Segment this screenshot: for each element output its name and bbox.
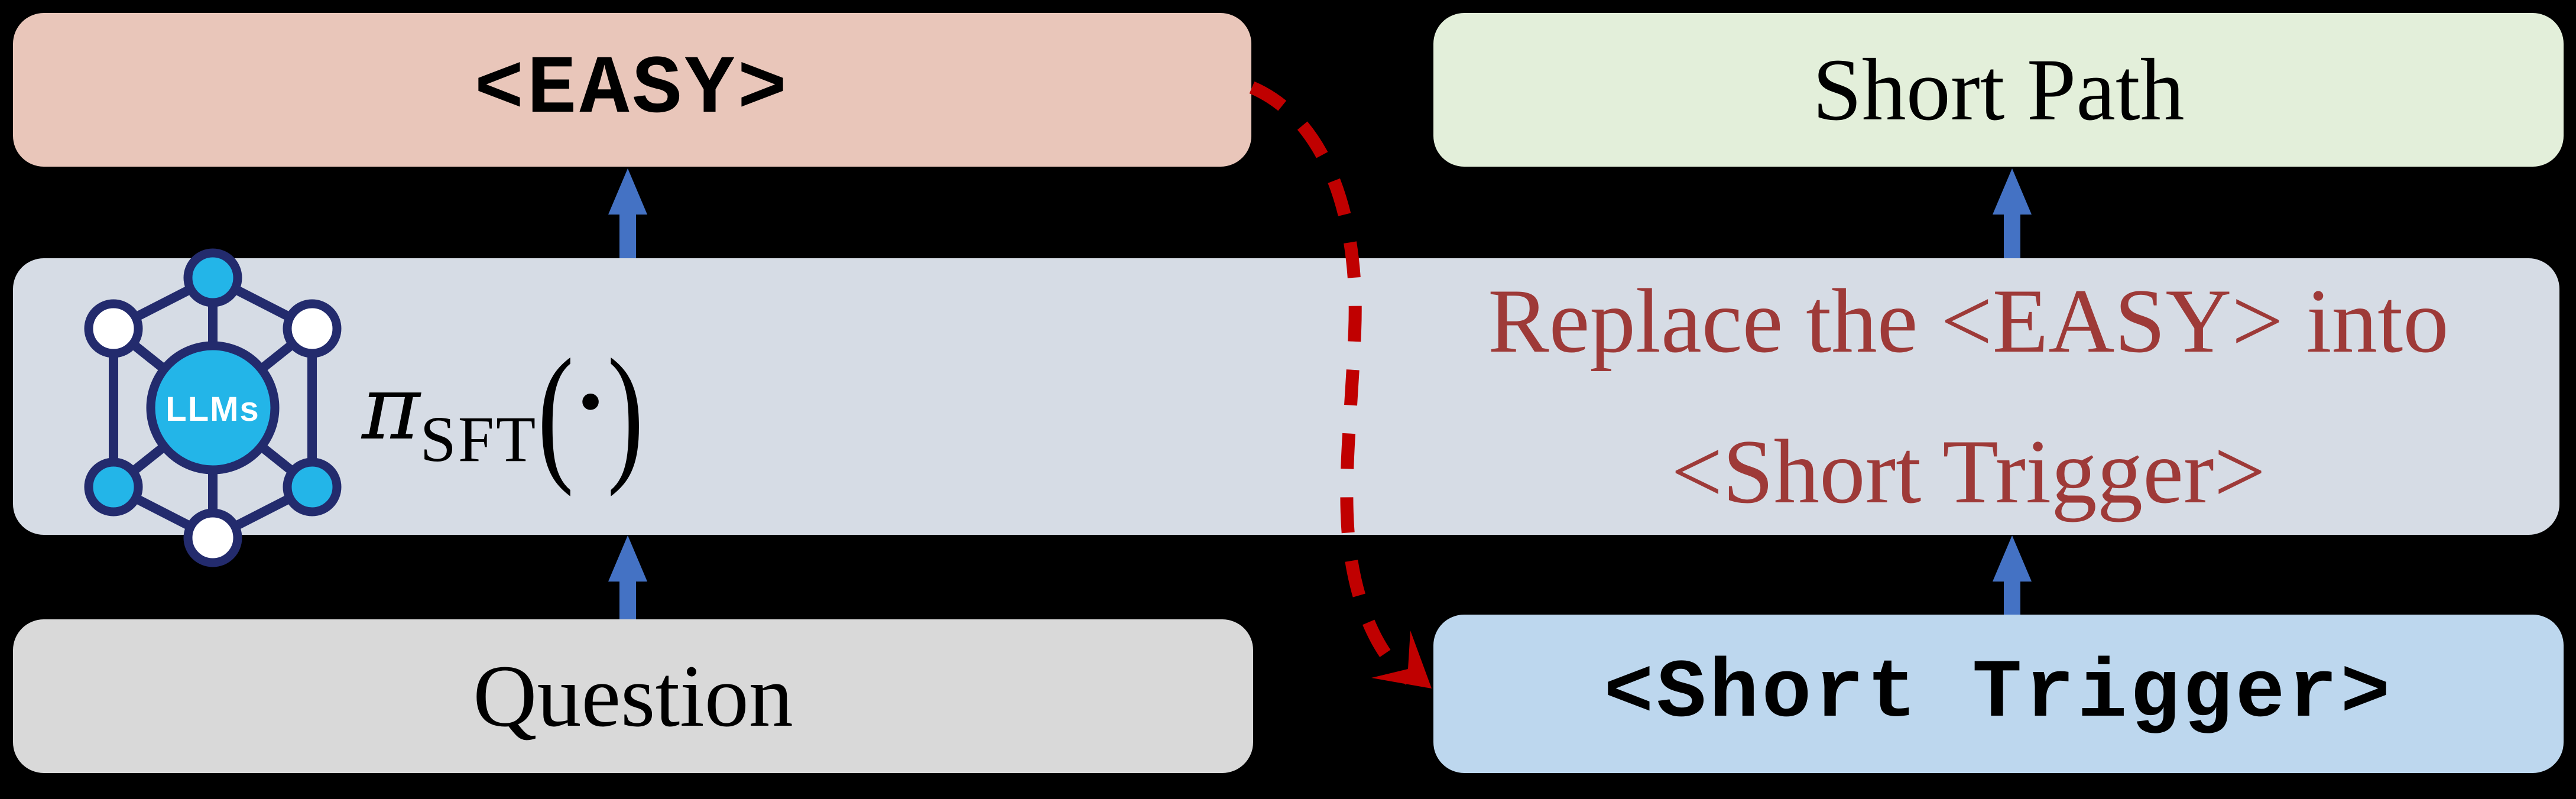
arrow-model-to-short-path [1993,168,2032,258]
policy-formula: πSFT(·) [362,328,644,498]
close-paren: ) [607,328,644,498]
open-paren: ( [537,328,574,498]
short-path-box: Short Path [1433,13,2564,167]
question-label: Question [473,647,793,745]
short-trigger-label: <Short Trigger> [1604,647,2393,741]
easy-token-box: <EASY> [13,13,1251,167]
arrow-question-to-model [608,535,647,619]
easy-token-label: <EASY> [474,43,790,137]
question-box: Question [13,619,1253,773]
arrow-model-to-easy [608,168,647,258]
replace-annotation-line1: Replace the <EASY> into [1488,270,2449,372]
short-trigger-box: <Short Trigger> [1433,615,2564,773]
replace-arrowhead [1371,631,1432,688]
replace-annotation-line2: <Short Trigger> [1671,421,2266,522]
short-path-label: Short Path [1812,41,2185,139]
arrow-short-trigger-to-model [1993,535,2032,615]
sft-subscript: SFT [420,403,538,475]
argument-dot: · [573,346,608,457]
replace-annotation: Replace the <EASY> into <Short Trigger> [1377,258,2559,535]
pi-symbol: π [362,357,420,460]
